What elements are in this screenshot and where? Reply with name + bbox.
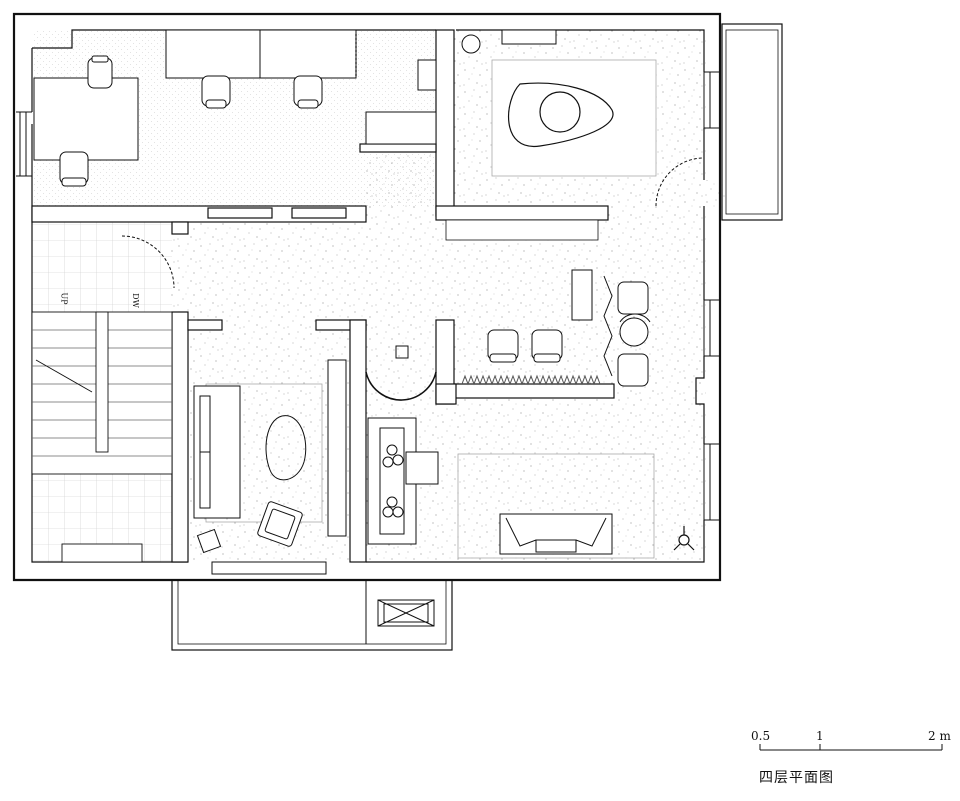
living-tv-cabinet (327, 359, 347, 537)
bedroom-bench (501, 29, 557, 45)
outer-wall-outline (12, 12, 722, 582)
dining-furniture (461, 269, 651, 387)
sitting-rug (457, 453, 655, 559)
living-armchair (257, 501, 303, 547)
scale-label-one: 1 (816, 729, 824, 743)
wall-living-right (349, 319, 367, 563)
living-coffee-table (265, 415, 307, 481)
stair-cut-line (35, 359, 93, 393)
stair-up-label: UP (59, 292, 69, 305)
wall-upper-short (359, 143, 437, 153)
sitting-sofa (499, 513, 613, 555)
dining-chair (531, 329, 563, 363)
wall-sitting-corner (435, 383, 457, 405)
bedroom-console (445, 219, 599, 241)
outer-walls (12, 12, 722, 582)
scale-bar (759, 744, 943, 751)
wall-office-bottom (31, 205, 367, 223)
wall-bedroom-bottom (435, 205, 609, 221)
bed-round-top (539, 91, 581, 133)
stair-bench (61, 543, 143, 563)
wall-bedroom-left (435, 29, 455, 217)
bedroom-lamp (461, 34, 481, 54)
office-chair (201, 75, 231, 109)
sitting-lamps (382, 444, 404, 518)
bed-oval-table (508, 82, 614, 147)
wall-stair-right (171, 221, 189, 235)
right-windows (703, 71, 721, 521)
living-side-stool (196, 528, 222, 554)
window-right-3 (703, 443, 721, 521)
dining-console (571, 269, 593, 321)
window-left (16, 111, 32, 177)
dining-chair (619, 313, 651, 347)
living-sofa-seat (199, 395, 211, 453)
door-double-arc (365, 371, 437, 401)
scale-label-half: 0.5 (751, 729, 771, 743)
office-furniture (33, 29, 437, 187)
stair-down-label: DW (130, 293, 140, 308)
bedroom-furniture (445, 29, 657, 241)
balconies (171, 23, 783, 651)
window-right-1 (703, 71, 721, 129)
balcony-right (721, 23, 783, 221)
internal-walls (31, 29, 615, 563)
balcony-floor (706, 180, 726, 208)
wall-dining-bottom (453, 383, 615, 399)
door-stair-swing (121, 235, 175, 289)
office-shelf (365, 111, 437, 145)
office-cabinet (417, 59, 437, 91)
balcony-right-inner (725, 29, 779, 215)
balcony-bottom-inner (177, 579, 447, 645)
stair-handrail (95, 311, 109, 453)
stair (31, 311, 173, 563)
door-box (395, 345, 409, 359)
office-chair (59, 151, 89, 187)
window-bottom (211, 561, 327, 575)
sitting-side-table (405, 451, 439, 485)
living-furniture (193, 359, 347, 554)
dining-plants (461, 374, 601, 386)
sitting-furniture (367, 417, 655, 559)
doors (121, 157, 705, 401)
door-balcony-swing (655, 157, 705, 207)
sitting-inner-table (379, 427, 405, 535)
living-sofa-seat (199, 451, 211, 509)
wall-office-window (207, 207, 273, 219)
wall-office-window-2 (291, 207, 347, 219)
dining-chair (487, 329, 519, 363)
dining-chair (617, 281, 649, 315)
office-chair (87, 55, 113, 89)
drawing-title: 四层平面图 (759, 770, 834, 786)
elevator-box-icon (377, 599, 435, 627)
dining-chair (617, 353, 649, 387)
bed-rug (491, 59, 657, 177)
office-desk-left (33, 77, 139, 161)
scale-label-two: 2 m (928, 729, 951, 743)
office-desk-long (165, 29, 357, 79)
dining-screen (603, 275, 613, 377)
compass-tripod-icon (673, 526, 695, 551)
window-right-2 (703, 299, 721, 357)
wall-living-top (187, 319, 223, 331)
wall-stair-right-low (171, 311, 189, 563)
office-chair (293, 75, 323, 109)
